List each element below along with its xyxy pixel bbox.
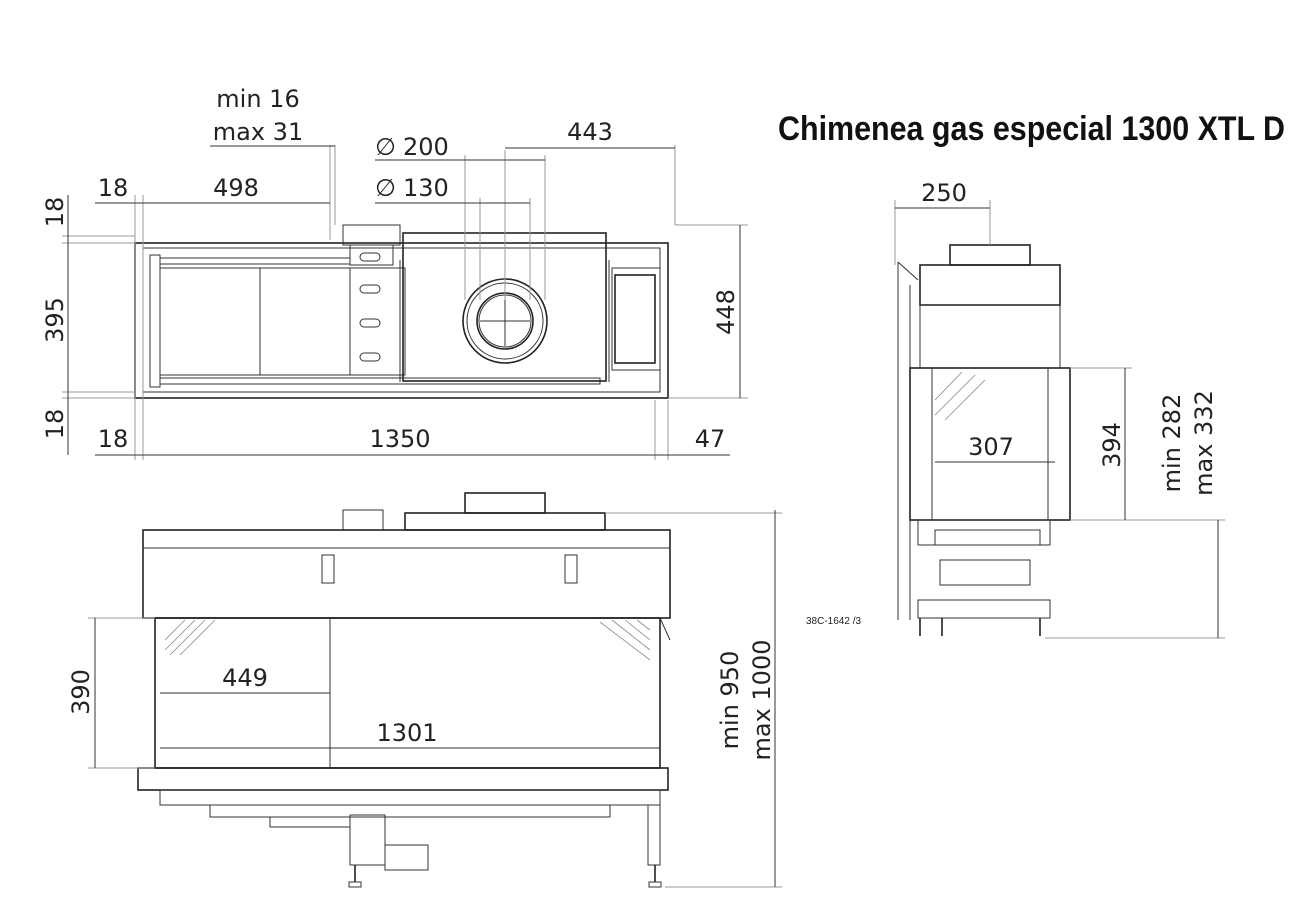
slot-holes (359, 252, 381, 362)
dim-floor-max: max 332 (1190, 390, 1218, 496)
dim-glass-width: 1301 (376, 719, 437, 747)
dim-height-min: min 950 (716, 651, 744, 750)
dim-total-depth: 448 (712, 289, 740, 335)
glass-hatch-left (164, 619, 216, 656)
drawing-title: Chimenea gas especial 1300 XTL D (778, 110, 1285, 148)
dim-width: 1350 (369, 425, 430, 453)
dim-max-offset: max 31 (213, 118, 303, 146)
dim-min-offset: min 16 (216, 85, 299, 113)
dim-glass-left-width: 449 (222, 664, 268, 692)
dim-diameter-200: 200 (403, 133, 449, 161)
dim-glass-height: 390 (67, 669, 95, 715)
diameter-symbol-130: ∅ (375, 174, 396, 202)
front-view: 390 449 1301 min 950 max 1000 (67, 492, 782, 888)
diameter-symbol-200: ∅ (375, 133, 396, 161)
dim-side-glass-height: 394 (1098, 422, 1126, 468)
dim-bottom-left: 18 (98, 425, 129, 453)
dim-depth: 395 (41, 297, 69, 343)
side-glass-hatch (934, 371, 986, 421)
dim-bottom-margin: 18 (41, 409, 69, 440)
dim-floor-min: min 282 (1158, 394, 1186, 493)
dim-side-glass-width: 307 (968, 433, 1014, 461)
glass-hatch-right (599, 619, 651, 661)
dim-height-max: max 1000 (748, 640, 776, 761)
dim-left-margin: 18 (98, 174, 129, 202)
dim-diameter-130: 130 (403, 174, 449, 202)
dim-left-width: 498 (213, 174, 259, 202)
drawing-code: 38C-1642 /3 (806, 616, 861, 627)
dim-top-margin: 18 (41, 197, 69, 228)
dim-flue-offset: 443 (567, 118, 613, 146)
dim-side-flue-offset: 250 (921, 179, 967, 207)
top-view: min 16 max 31 ∅ 200 ∅ 130 443 18 498 18 … (41, 85, 748, 460)
dim-right-extra: 47 (695, 425, 726, 453)
side-view: 250 307 394 min 282 max 332 (894, 179, 1225, 639)
